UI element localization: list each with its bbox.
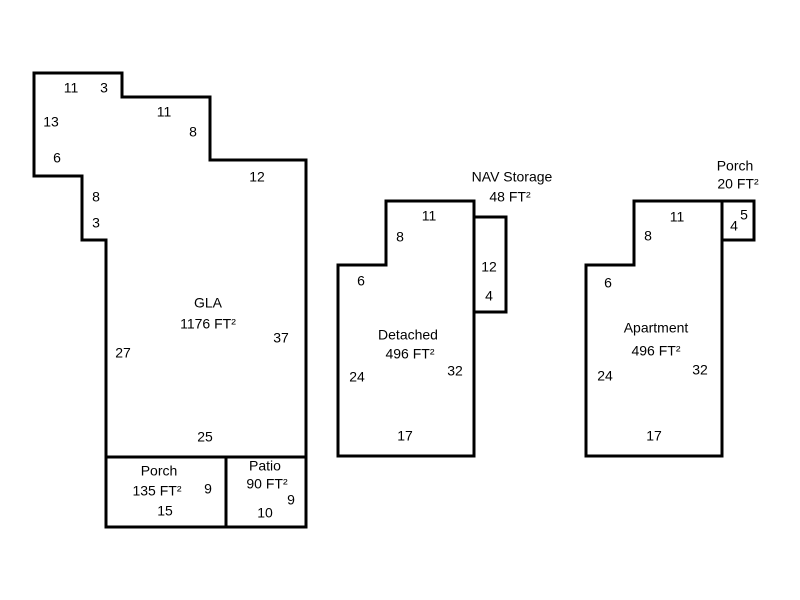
gla-dim-left-notch: 3 (92, 215, 100, 231)
detached-dim-left: 24 (349, 369, 365, 385)
detached-dim-bottom: 17 (397, 428, 413, 444)
gla-dim-top-notch: 3 (100, 80, 108, 96)
gla-outline (32, 71, 308, 459)
porch-apartment-name-label: Porch (717, 158, 754, 174)
apartment-dim-right: 32 (692, 362, 708, 378)
gla-dim-left-bottom: 27 (115, 345, 131, 361)
gla-name-label: GLA (194, 295, 223, 311)
patio-dim-side: 9 (287, 492, 295, 508)
patio-dim-bottom: 10 (257, 505, 273, 521)
porch-apartment-dim-side: 5 (740, 207, 748, 223)
detached-dim-step: 8 (396, 229, 404, 245)
porch-main-name-label: Porch (141, 463, 178, 479)
patio-outline (224, 455, 308, 529)
detached-outline (336, 199, 476, 458)
nav-storage-area-label: 48 FT² (489, 189, 531, 205)
gla-dim-upper-right: 12 (249, 169, 265, 185)
apartment-area-label: 496 FT² (631, 343, 680, 359)
gla-dim-upper-mid: 11 (157, 104, 172, 120)
nav-storage-dim-side: 12 (481, 259, 497, 275)
porch-main-area-label: 135 FT² (132, 483, 181, 499)
gla-dim-left-step: 6 (53, 150, 61, 166)
porch-apartment-area-label: 20 FT² (717, 176, 759, 192)
gla-dim-right: 37 (273, 330, 289, 346)
porch-main-dim-bottom: 15 (157, 503, 173, 519)
apartment-name-label: Apartment (624, 320, 689, 336)
nav-storage-name-label: NAV Storage (472, 169, 553, 185)
apartment-dim-left: 24 (597, 368, 613, 384)
gla-dim-left-mid: 8 (92, 189, 100, 205)
porch-main-dim-side: 9 (204, 481, 212, 497)
detached-dim-right: 32 (447, 363, 463, 379)
porch-apartment-outline (720, 199, 756, 242)
detached-dim-top: 11 (422, 208, 437, 224)
gla-dim-upper-step: 8 (189, 124, 197, 140)
gla-area-label: 1176 FT² (180, 316, 236, 332)
gla-dim-top-left: 11 (64, 80, 79, 96)
porch-apartment-dim-bottom: 4 (730, 218, 738, 234)
apartment-dim-step: 8 (644, 228, 652, 244)
gla-dim-left-top: 13 (43, 114, 59, 130)
nav-storage-dim-bottom: 4 (485, 288, 493, 304)
apartment-dim-left-top: 6 (604, 275, 612, 291)
detached-dim-left-top: 6 (357, 273, 365, 289)
detached-area-label: 496 FT² (385, 346, 434, 362)
apartment-dim-top: 11 (670, 209, 685, 225)
patio-area-label: 90 FT² (246, 476, 288, 492)
detached-name-label: Detached (378, 327, 438, 343)
apartment-dim-bottom: 17 (646, 428, 662, 444)
gla-dim-bottom: 25 (197, 429, 213, 445)
patio-name-label: Patio (249, 458, 281, 474)
nav-storage-outline (472, 215, 508, 314)
